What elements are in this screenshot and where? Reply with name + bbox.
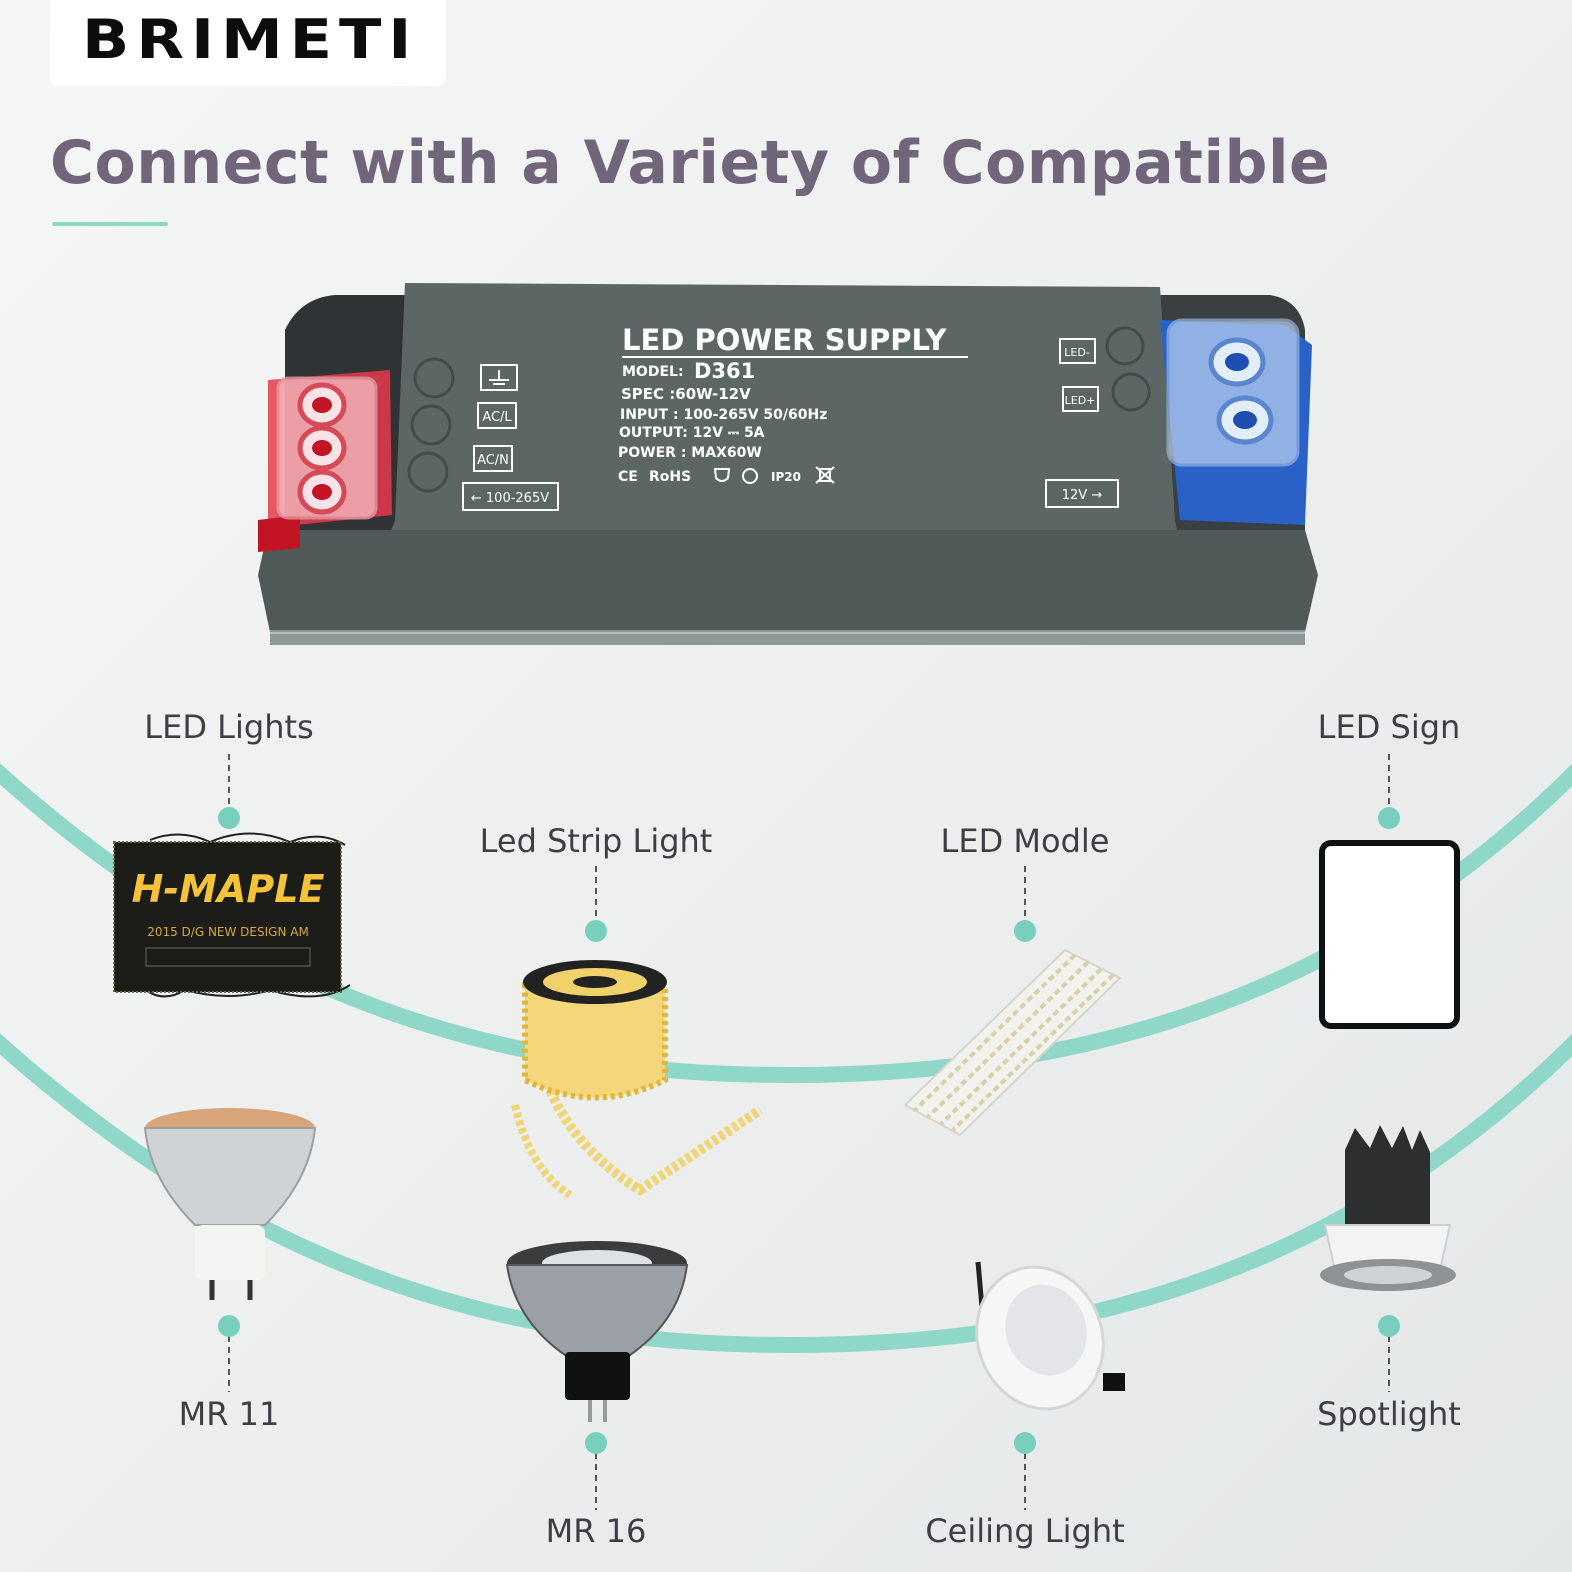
cert-rohs: RoHS (649, 469, 691, 485)
page-title: Connect with a Variety of Compatible (50, 128, 1331, 198)
mr11-bulb (143, 1108, 317, 1300)
cert-ce: CE (618, 469, 638, 485)
ac-n-box (473, 445, 513, 472)
circle-mark-icon (742, 468, 758, 484)
ac-l-box (477, 402, 517, 429)
connector-dots (218, 807, 1400, 1454)
output-voltage-box (1045, 479, 1119, 508)
ground-icon (480, 364, 518, 391)
label-led-sign: LED Sign (1317, 708, 1461, 746)
label-led-lights: LED Lights (144, 708, 314, 746)
terminal-led-plus: LED+ (1065, 394, 1096, 407)
cert-ip: IP20 (771, 470, 801, 484)
power-line: POWER : MAX60W (618, 445, 762, 461)
ceiling-light (975, 1261, 1125, 1411)
input-line: INPUT : 100-265V 50/60Hz (620, 407, 827, 423)
logo-box (50, 0, 446, 86)
led-strip-reel (511, 960, 763, 1199)
spotlight (1320, 1125, 1456, 1291)
output-symbols (1105, 326, 1151, 412)
model-value: D361 (694, 359, 755, 383)
input-terminal-block (258, 370, 392, 552)
bin-icon (815, 466, 835, 484)
label-ceiling-light: Ceiling Light (925, 1512, 1125, 1550)
sign-text-design: 2015 D/G NEW DESIGN AM (147, 925, 309, 939)
connectors (228, 754, 1390, 1510)
product-title: LED POWER SUPPLY (622, 323, 947, 357)
label-mr11: MR 11 (178, 1395, 280, 1433)
input-range-box (462, 482, 559, 511)
led-sign-tablet (1319, 840, 1460, 1029)
led-power-supply: AC/L AC/N ← 100-265V LED POWER SUPPLY MO… (258, 283, 1318, 645)
title-underline (52, 222, 168, 226)
input-range: ← 100-265V (471, 491, 549, 506)
label-led-strip-light: Led Strip Light (479, 822, 713, 860)
model-label: MODEL: (622, 364, 684, 380)
shield-icon (713, 468, 731, 482)
label-spotlight: Spotlight (1317, 1395, 1461, 1433)
terminal-ac-n: AC/N (477, 453, 509, 468)
terminal-led-minus: LED- (1064, 346, 1090, 359)
output-terminal-block (1160, 318, 1312, 525)
led-lights-board: H-MAPLE 2015 D/G NEW DESIGN AM (113, 832, 351, 998)
led-module-strips (903, 948, 1122, 1137)
mr16-bulb (505, 1241, 689, 1422)
label-led-modle: LED Modle (940, 822, 1110, 860)
spec-line: SPEC :60W-12V (621, 385, 751, 403)
led-minus-box (1059, 338, 1096, 364)
input-symbols (407, 357, 455, 493)
led-plus-box (1062, 386, 1099, 412)
terminal-ac-l: AC/L (482, 410, 512, 425)
sign-text-hmaple: H-MAPLE (132, 867, 325, 911)
brand-logo: BRIMETI (82, 8, 419, 71)
output-voltage: 12V → (1062, 488, 1103, 503)
label-mr16: MR 16 (545, 1512, 647, 1550)
output-line: OUTPUT: 12V ⎓ 5A (619, 425, 765, 441)
